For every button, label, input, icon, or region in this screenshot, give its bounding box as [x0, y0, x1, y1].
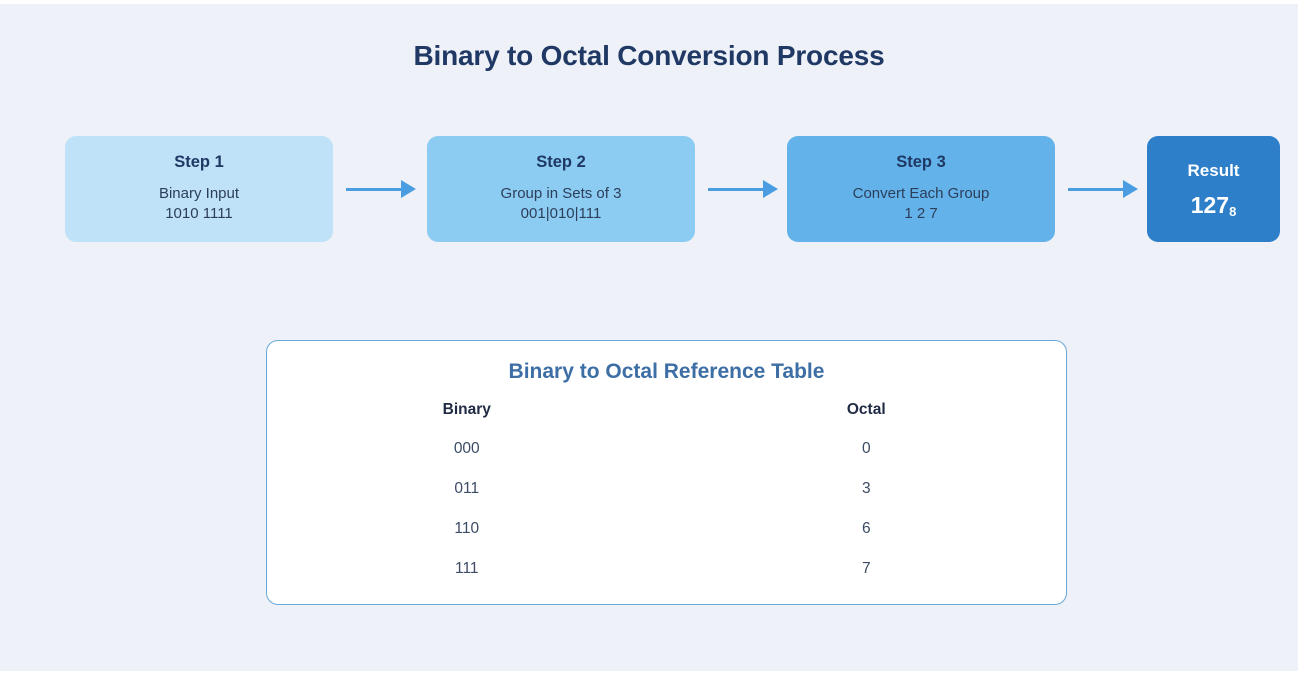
flow-step-2-title: Step 2	[536, 153, 586, 171]
cell-octal: 6	[861, 520, 871, 537]
flow-step-3: Step 3 Convert Each Group 1 2 7	[787, 136, 1055, 242]
reference-table-card: Binary to Octal Reference Table Binary O…	[266, 340, 1067, 605]
flow-step-3-line2: 1 2 7	[904, 204, 938, 222]
result-label: Result	[1187, 160, 1240, 180]
flow-step-2-line2: 001|010|111	[520, 204, 602, 222]
result-base-subscript: 8	[1229, 203, 1237, 219]
cell-binary: 111	[454, 560, 479, 577]
flow-step-2-line1: Group in Sets of 3	[500, 184, 622, 202]
reference-table-title: Binary to Octal Reference Table	[508, 360, 825, 383]
table-row: 110 6	[267, 509, 1066, 549]
arrow-head	[763, 180, 778, 198]
flow-step-1-line2: 1010 1111	[165, 204, 233, 222]
cell-octal: 0	[861, 440, 871, 457]
flow-step-3-line1: Convert Each Group	[852, 184, 990, 202]
table-header-row: Binary Octal	[267, 401, 1066, 429]
diagram-canvas: Binary to Octal Conversion Process Step …	[0, 4, 1298, 671]
result-value: 1278	[1190, 191, 1237, 219]
cell-binary: 011	[454, 480, 480, 497]
flow-step-1-title: Step 1	[174, 153, 224, 171]
page-title: Binary to Octal Conversion Process	[413, 40, 885, 71]
arrow-shaft	[346, 187, 401, 191]
column-header-octal: Octal	[846, 401, 886, 418]
arrow-right-icon-1	[346, 180, 416, 198]
table-row: 011 3	[267, 469, 1066, 509]
reference-table-head: Binary Octal	[267, 401, 1066, 429]
arrow-right-icon-3	[1068, 180, 1138, 198]
flow-step-3-title: Step 3	[896, 153, 946, 171]
arrow-right-icon-2	[708, 180, 778, 198]
cell-binary: 110	[454, 520, 480, 537]
flow-step-2: Step 2 Group in Sets of 3 001|010|111	[427, 136, 695, 242]
arrow-head	[401, 180, 416, 198]
flow-result: Result 1278	[1147, 136, 1280, 242]
cell-binary: 000	[453, 440, 480, 457]
arrow-head	[1123, 180, 1138, 198]
flow-step-1: Step 1 Binary Input 1010 1111	[65, 136, 333, 242]
arrow-shaft	[1068, 187, 1123, 191]
flow-step-1-line1: Binary Input	[158, 184, 240, 202]
table-row: 111 7	[267, 549, 1066, 589]
cell-octal: 7	[861, 560, 871, 577]
result-number: 127	[1190, 191, 1230, 218]
column-header-binary: Binary	[442, 401, 491, 418]
conversion-flow: Step 1 Binary Input 1010 1111 Step 2 Gro…	[0, 136, 1298, 251]
cell-octal: 3	[861, 480, 871, 497]
arrow-shaft	[708, 187, 763, 191]
